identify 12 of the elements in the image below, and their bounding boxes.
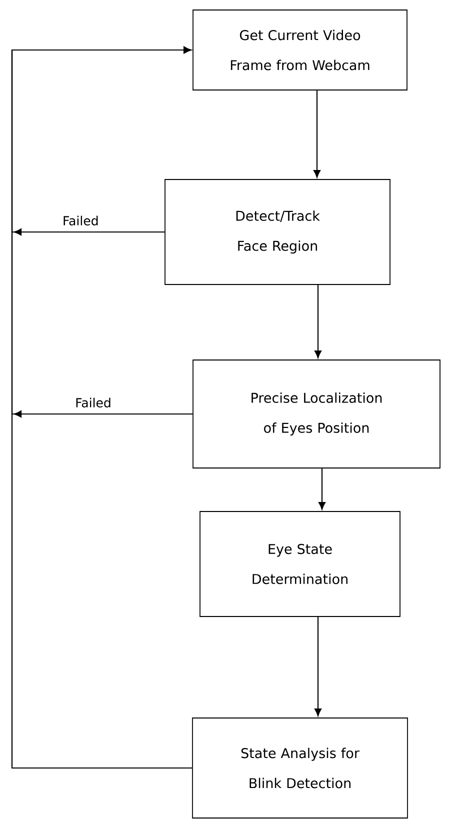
edge-label: Failed	[64, 216, 98, 226]
edge-label: Failed	[76, 398, 110, 408]
arrow	[314, 616, 322, 716]
process-box: Precise Localization of Eyes Position	[192, 360, 440, 468]
arrow	[314, 90, 320, 178]
arrow	[318, 468, 326, 510]
arrow	[11, 46, 193, 418]
process-box: State Analysis for Blink Detection	[192, 718, 408, 818]
arrow	[314, 284, 322, 358]
process-box: Get Current Video Frame from Webcam	[192, 10, 408, 90]
process-box: Eye State Determination	[200, 511, 400, 617]
process-box: Detect/Track Face Region	[164, 179, 390, 285]
